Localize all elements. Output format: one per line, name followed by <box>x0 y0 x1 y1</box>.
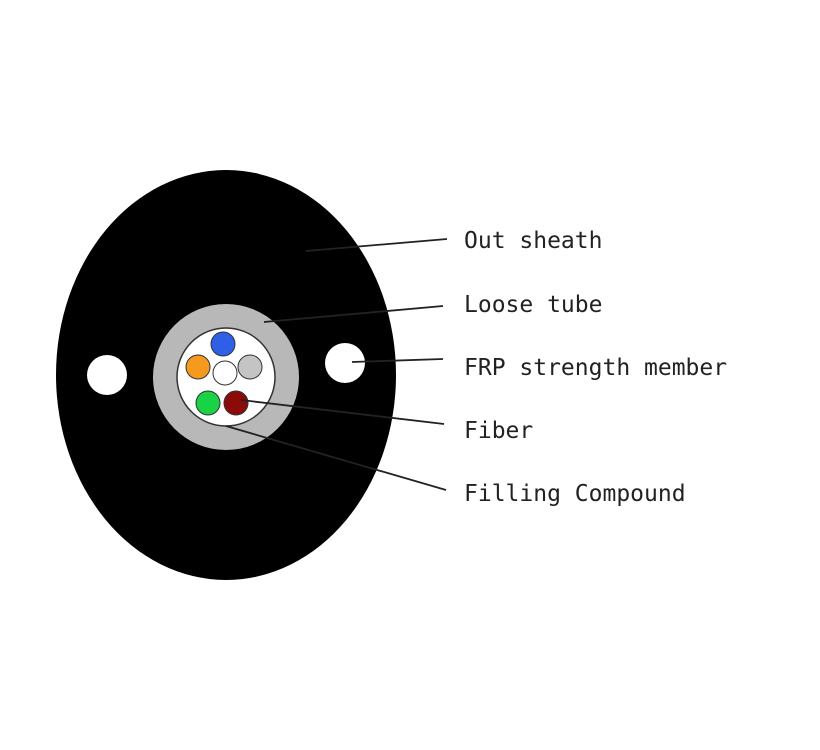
label-loose-tube: Loose tube <box>464 292 602 318</box>
leader-loose-tube <box>263 305 444 323</box>
fiber-green <box>195 390 221 416</box>
fiber-white <box>212 360 238 386</box>
frp-strength-member-right <box>325 343 365 383</box>
label-fiber: Fiber <box>464 418 533 444</box>
leader-fiber <box>240 399 445 425</box>
leader-frp-member <box>351 358 444 363</box>
leader-filling-compound <box>225 425 447 491</box>
frp-strength-member-left <box>87 355 127 395</box>
leader-out-sheath <box>305 238 448 252</box>
label-frp-strength-member: FRP strength member <box>464 355 727 381</box>
fiber-blue <box>210 331 236 357</box>
fiber-orange <box>185 354 211 380</box>
fiber-brown <box>223 390 249 416</box>
leader-lines <box>225 238 448 491</box>
label-filling-compound: Filling Compound <box>464 481 686 507</box>
fiber-gray <box>237 354 263 380</box>
label-out-sheath: Out sheath <box>464 228 602 254</box>
